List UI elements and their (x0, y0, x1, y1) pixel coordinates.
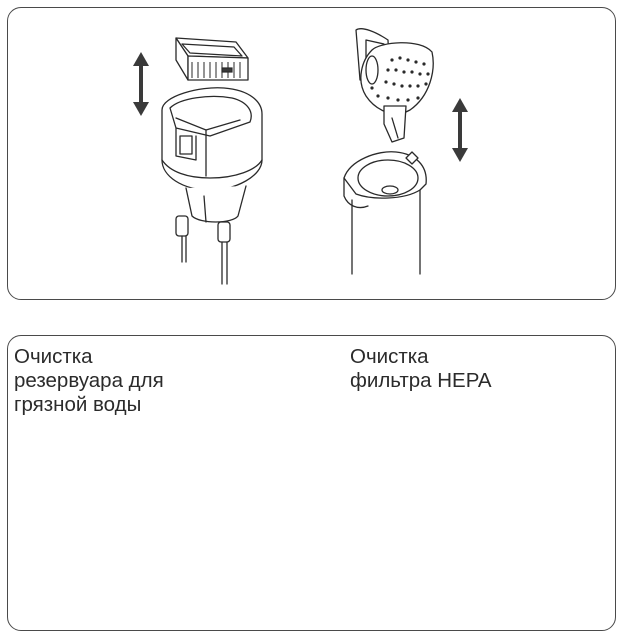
top-illustration-panel (7, 7, 616, 300)
tank-filter-illustration (343, 28, 468, 275)
caption-line: Очистка (350, 345, 429, 368)
dirty-water-tank-cleaning-caption: Очистка резервуара для грязной воды (14, 345, 164, 417)
caption-line: фильтра HEPA (350, 369, 492, 392)
hepa-filter-cleaning-caption: Очистка фильтра HEPA (350, 345, 492, 393)
double-arrow-vertical-icon (133, 52, 149, 116)
caption-line: грязной воды (14, 393, 142, 416)
caption-line: Очистка (14, 345, 93, 368)
caption-line: резервуара для (14, 369, 164, 392)
hepa-filter-unit-illustration (133, 37, 263, 285)
double-arrow-vertical-icon (452, 98, 468, 162)
bottom-illustration-panel (7, 335, 616, 631)
